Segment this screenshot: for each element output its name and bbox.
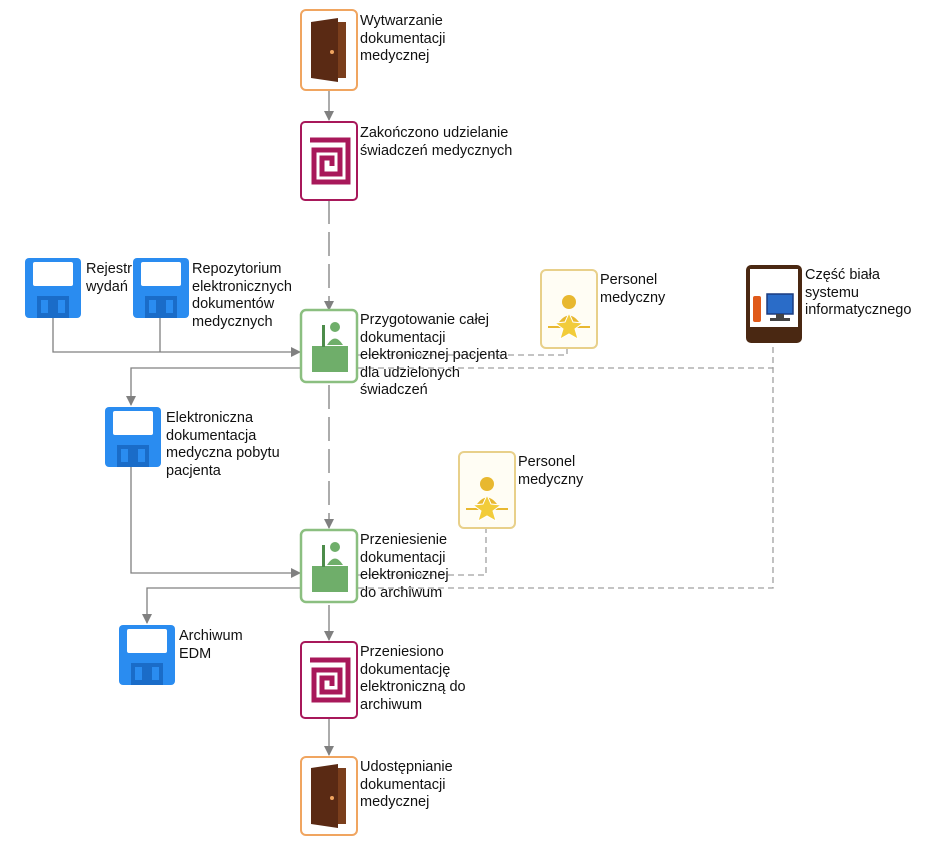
spiral-icon <box>310 657 351 703</box>
label-end-interface: Udostępnianie dokumentacji medycznej <box>360 759 453 810</box>
output-edm-stay <box>126 367 300 406</box>
label-doc-registry: Rejestr wydań <box>86 261 132 295</box>
label-function-transfer: Przeniesienie dokumentacji elektroniczne… <box>360 532 449 601</box>
end-interface[interactable] <box>300 756 358 836</box>
label-role-staff-1: Personel medyczny <box>600 272 666 306</box>
start-interface[interactable] <box>300 9 358 91</box>
computer-icon <box>753 293 794 322</box>
person-star-icon <box>548 295 590 341</box>
door-icon <box>311 18 346 82</box>
system-white[interactable] <box>746 265 802 343</box>
label-function-prepare: Przygotowanie całej dokumentacji elektro… <box>360 312 508 398</box>
role-link-1 <box>358 348 568 356</box>
label-role-staff-2: Personel medyczny <box>518 454 584 488</box>
person-at-desk-icon <box>312 542 348 592</box>
doc-edm-stay[interactable] <box>105 407 161 467</box>
output-archive <box>142 587 300 624</box>
label-doc-repository: Repozytorium elektronicznych dokumentów … <box>192 261 292 330</box>
input-registry <box>52 318 301 357</box>
input-edm-stay <box>130 467 301 578</box>
spiral-icon <box>310 137 351 185</box>
label-event-transferred: Przeniesiono dokumentację elektroniczną … <box>360 644 466 713</box>
doc-registry[interactable] <box>25 258 81 318</box>
role-staff-1[interactable] <box>540 269 598 349</box>
connectors <box>52 90 774 756</box>
door-icon <box>311 764 346 828</box>
label-system-white: Część biała systemu informatycznego <box>805 267 912 318</box>
label-start-interface: Wytwarzanie dokumentacji medycznej <box>360 13 446 64</box>
function-prepare[interactable] <box>299 308 359 384</box>
label-doc-archive: Archiwum EDM <box>179 628 243 662</box>
event-finished[interactable] <box>300 121 358 201</box>
person-star-icon <box>466 477 508 523</box>
doc-repository[interactable] <box>133 258 189 318</box>
doc-archive[interactable] <box>119 625 175 685</box>
event-transferred[interactable] <box>300 641 358 719</box>
function-transfer[interactable] <box>299 528 359 604</box>
system-link-2 <box>358 368 774 589</box>
label-event-finished: Zakończono udzielanie świadczeń medyczny… <box>360 125 513 159</box>
role-link-2 <box>358 528 487 576</box>
role-staff-2[interactable] <box>458 451 516 529</box>
person-at-desk-icon <box>312 322 348 372</box>
label-doc-edm-stay: Elektroniczna dokumentacja medyczna poby… <box>166 410 280 479</box>
